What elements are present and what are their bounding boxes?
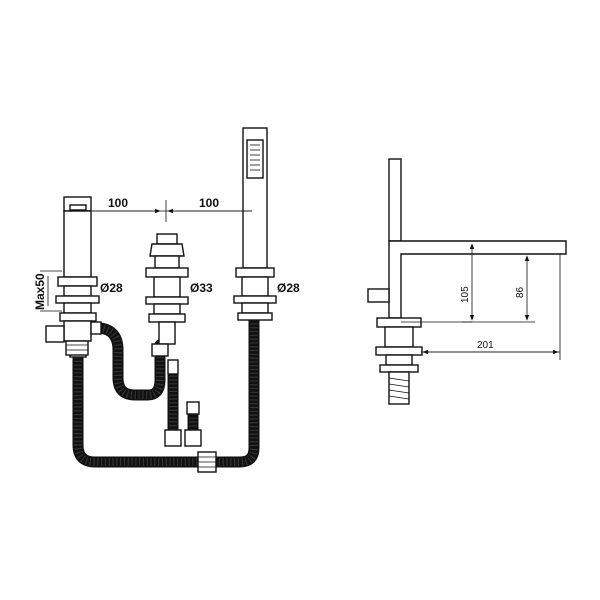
left-mixer-valve bbox=[45, 196, 102, 356]
hose-assembly bbox=[72, 314, 260, 468]
diameter-center-label: Ø33 bbox=[190, 281, 213, 295]
diameter-right-label: Ø28 bbox=[277, 281, 300, 295]
diameter-left-label: Ø28 bbox=[100, 281, 123, 295]
max-thickness-label: Max50 bbox=[33, 273, 47, 310]
center-diverter bbox=[145, 233, 189, 357]
side-view-faucet bbox=[367, 158, 567, 405]
front-dimensions bbox=[40, 200, 252, 312]
hand-shower bbox=[233, 127, 277, 321]
height-total-label: 105 bbox=[460, 286, 471, 303]
reach-label: 201 bbox=[477, 340, 494, 351]
spacing-left-label: 100 bbox=[108, 196, 128, 210]
height-spout-label: 86 bbox=[515, 286, 526, 298]
spacing-right-label: 100 bbox=[199, 196, 219, 210]
side-dimensions bbox=[422, 243, 559, 355]
hose-connectors bbox=[69, 344, 217, 473]
